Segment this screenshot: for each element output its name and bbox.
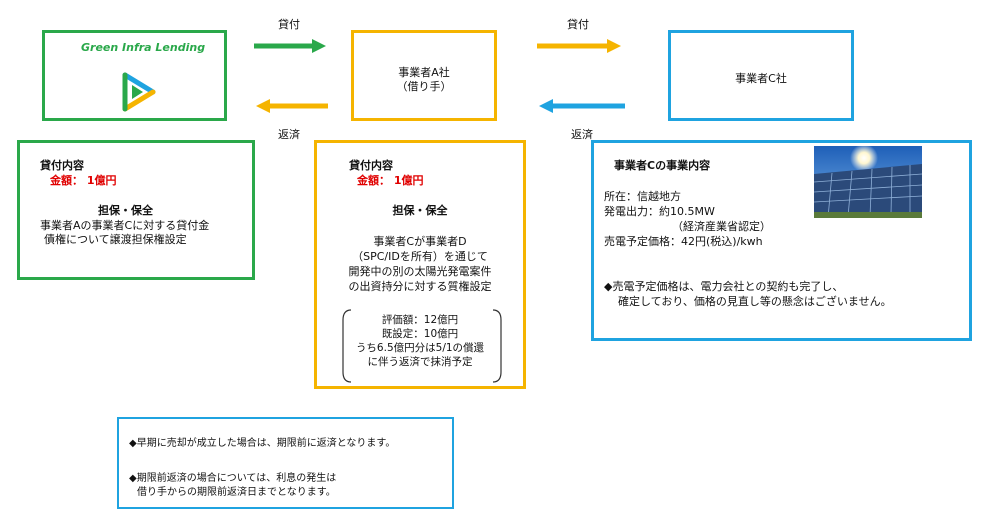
notice-line-3: 借り手からの期限前返済日までとなります。 [137,486,336,500]
business-c-box: 事業者Cの事業内容 所在：信越地方 発電出力：約10.5MW （経済産業省認定）… [591,140,972,341]
loan-title-left: 貸付内容 [40,159,84,173]
loan-amount-mid: 金額： 1億円 [357,174,423,188]
lend-arrow-2 [537,38,623,54]
price-note-1: ◆売電予定価格は、電力会社との契約も完了し、 [604,280,843,294]
notice-line-2: ◆期限前返済の場合については、利息の発生は [129,472,336,486]
lender-box: Green Infra Lending [42,30,227,121]
location-text: 所在：信越地方 [604,190,681,204]
collateral-title-left: 担保・保全 [98,204,153,218]
solar-panel-photo [814,146,922,218]
price-text: 売電予定価格：42円(税込)/kwh [604,235,763,249]
redemption-text-2: に伴う返済で抹消予定 [317,355,523,369]
notice-box: ◆早期に売却が成立した場合は、期限前に返済となります。 ◆期限前返済の場合につい… [117,417,454,509]
collateral-text-left-1: 事業者Aの事業者Cに対する貸付金 [40,219,209,233]
repay-arrow-1 [254,98,328,114]
collateral-title-mid: 担保・保全 [317,204,523,218]
redemption-text-1: うち6.5億円分は5/1の償還 [317,341,523,355]
lend-label-1: 貸付 [278,16,300,32]
borrower-a-name: 事業者A社 [354,66,494,80]
collateral-text-mid-2: （SPC/IDを所有）を通じて [317,250,523,264]
collateral-text-left-2: 債権について譲渡担保権設定 [44,233,187,247]
output-note-text: （経済産業省認定） [672,220,771,234]
collateral-text-mid-1: 事業者Cが事業者D [317,235,523,249]
loan-details-mid: 貸付内容 金額： 1億円 担保・保全 事業者Cが事業者D （SPC/IDを所有）… [314,140,526,389]
lend-arrow-1 [254,38,328,54]
collateral-text-mid-4: の出資持分に対する質権設定 [317,280,523,294]
borrower-a-role: （借り手） [354,80,494,94]
repay-label-1: 返済 [278,126,300,142]
business-c-title: 事業者Cの事業内容 [614,159,710,173]
price-note-2: 確定しており、価格の見直し等の懸念はございません。 [618,295,892,309]
notice-line-1: ◆早期に売却が成立した場合は、期限前に返済となります。 [129,437,395,451]
company-c-box: 事業者C社 [668,30,854,121]
repay-arrow-2 [537,98,625,114]
existing-setting-text: 既設定：10億円 [317,327,523,341]
company-c-name: 事業者C社 [671,72,851,86]
loan-amount-left: 金額： 1億円 [50,174,116,188]
repay-label-2: 返済 [571,126,593,142]
loan-title-mid: 貸付内容 [349,159,393,173]
output-text: 発電出力：約10.5MW [604,205,715,219]
collateral-text-mid-3: 開発中の別の太陽光発電案件 [317,265,523,279]
loan-details-left: 貸付内容 金額： 1億円 担保・保全 事業者Aの事業者Cに対する貸付金 債権につ… [17,140,255,280]
lender-logo-text: Green Infra Lending [81,41,205,55]
borrower-a-box: 事業者A社 （借り手） [351,30,497,121]
lend-label-2: 貸付 [567,16,589,32]
valuation-text: 評価額：12億円 [317,313,523,327]
triangle-logo-icon [119,69,159,115]
